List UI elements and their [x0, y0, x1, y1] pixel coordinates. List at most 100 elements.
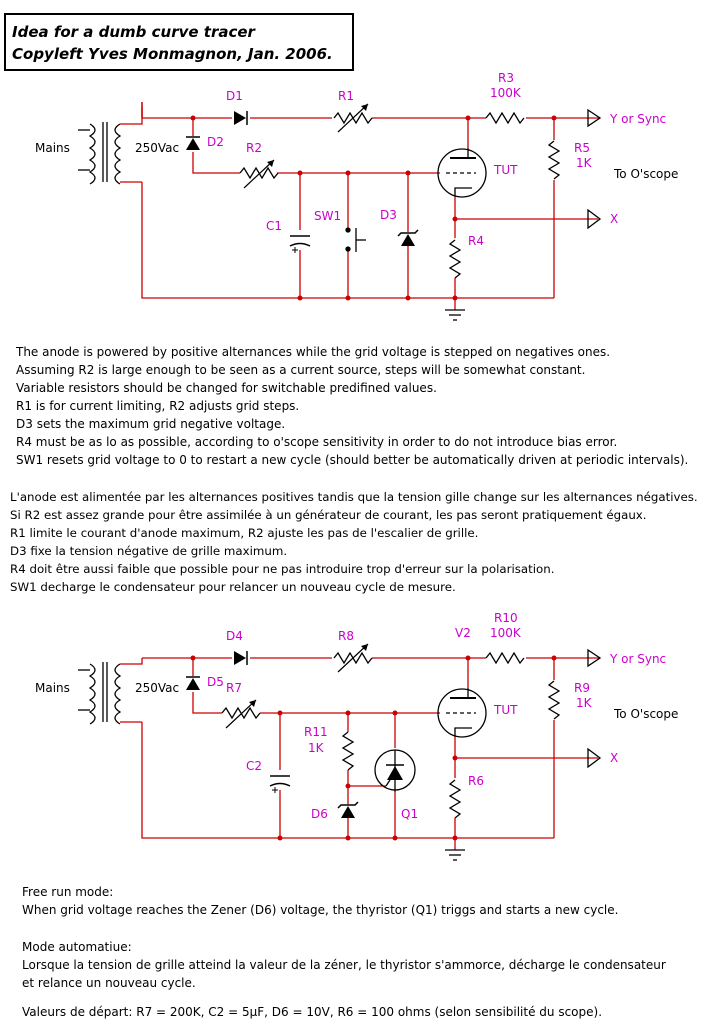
note-fr-line: R4 doit être aussi faible que possible p… [10, 562, 555, 576]
label-r5-value: 1K [576, 156, 593, 170]
label-d1: D1 [226, 89, 243, 103]
label-oscope-1: To O'scope [613, 167, 678, 181]
label-r11-value: 1K [308, 741, 325, 755]
resistor-r2 [239, 159, 279, 189]
label-c1: C1 [266, 219, 282, 233]
circuit-2-junctions [190, 655, 557, 841]
label-tut-2: TUT [493, 703, 518, 717]
switch-sw1 [345, 227, 366, 252]
start-values-text: Valeurs de départ: R7 = 200K, C2 = 5µF, … [22, 1005, 603, 1019]
free-run-heading: Free run mode: [22, 885, 114, 899]
label-r10-value: 100K [490, 626, 522, 640]
capacitor-c1 [289, 235, 311, 253]
transformer-1 [78, 118, 143, 185]
note-en-line: R1 is for current limiting, R2 adjusts g… [16, 399, 300, 413]
output-arrow-x-1 [587, 208, 602, 230]
label-r10: R10 [494, 611, 518, 625]
resistor-r9 [548, 680, 560, 720]
tube-tut-1 [437, 148, 487, 198]
free-run-text: When grid voltage reaches the Zener (D6)… [22, 903, 619, 917]
mode-auto-heading: Mode automatiue: [22, 940, 132, 954]
label-d4: D4 [226, 629, 243, 643]
label-c2: C2 [246, 759, 262, 773]
circuit-1-junctions [190, 115, 557, 301]
capacitor-c2 [269, 775, 291, 793]
mode-auto-line-2: et relance un nouveau cycle. [22, 976, 196, 990]
resistor-r8 [333, 643, 373, 673]
resistor-r5 [548, 140, 560, 180]
transformer-2 [78, 658, 143, 725]
label-oscope-2: To O'scope [613, 707, 678, 721]
note-en-line: D3 sets the maximum grid negative voltag… [16, 417, 286, 431]
output-arrow-x-2 [587, 747, 602, 769]
output-arrow-y-1 [587, 108, 602, 128]
resistor-r7 [221, 699, 261, 729]
label-r9: R9 [574, 681, 590, 695]
note-en-line: R4 must be as lo as possible, according … [16, 435, 618, 449]
mode-auto-line-1: Lorsque la tension de grille atteind la … [22, 958, 666, 972]
diode-d4 [234, 651, 248, 665]
label-mains-2: Mains [35, 681, 70, 695]
diode-d1 [234, 111, 248, 125]
label-d5: D5 [207, 675, 224, 689]
ground-1 [445, 309, 465, 321]
label-q1: Q1 [401, 807, 418, 821]
note-fr-line: D3 fixe la tension négative de grille ma… [10, 544, 288, 558]
resistor-r6 [449, 779, 461, 819]
tube-tut-2 [437, 688, 487, 738]
ground-2 [445, 849, 465, 861]
thyristor-q1 [374, 749, 416, 792]
note-fr-line: SW1 decharge le condensateur pour relanc… [10, 580, 456, 594]
notes-french: L'anode est alimentée par les alternance… [10, 488, 698, 596]
label-r5: R5 [574, 141, 590, 155]
title-box: Idea for a dumb curve tracer Copyleft Yv… [4, 13, 354, 71]
label-v2: V2 [455, 626, 471, 640]
note-fr-line: Si R2 est assez grande pour être assimil… [10, 508, 647, 522]
note-en-line: Variable resistors should be changed for… [16, 381, 437, 395]
note-en-line: Assuming R2 is large enough to be seen a… [16, 363, 586, 377]
circuit-1: Mains 250Vac D1 D2 R1 R2 R3 100K R5 1K C… [35, 71, 678, 321]
label-r4: R4 [468, 234, 484, 248]
label-r1: R1 [338, 89, 354, 103]
resistor-r4 [449, 239, 461, 279]
note-fr-line: R1 limite le courant d'anode maximum, R2… [10, 526, 479, 540]
note-en-line: The anode is powered by positive alterna… [16, 345, 611, 359]
label-r11: R11 [304, 725, 328, 739]
label-d2: D2 [207, 135, 224, 149]
mode-auto-section: Mode automatiue: Lorsque la tension de g… [22, 938, 666, 992]
circuit-1-wires [141, 102, 600, 310]
resistor-r10 [485, 652, 525, 664]
label-y-out-1: Y or Sync [609, 112, 666, 126]
zener-d6 [337, 801, 359, 818]
label-mains-1: Mains [35, 141, 70, 155]
label-y-out-2: Y or Sync [609, 652, 666, 666]
circuit-2: Mains 250Vac D4 D5 R8 R7 R10 100K V2 R9 … [35, 611, 678, 861]
label-sw1: SW1 [314, 209, 341, 223]
diode-d2 [186, 136, 200, 150]
label-d3: D3 [380, 208, 397, 222]
zener-d3 [397, 229, 419, 246]
label-r7: R7 [226, 681, 242, 695]
label-r6: R6 [468, 774, 484, 788]
label-r3-value: 100K [490, 86, 522, 100]
notes-english: The anode is powered by positive alterna… [16, 343, 688, 469]
resistor-r11 [342, 731, 354, 771]
label-r2: R2 [246, 141, 262, 155]
label-x-out-1: X [610, 212, 618, 226]
label-r9-value: 1K [576, 696, 593, 710]
title-line-2: Copyleft Yves Monmagnon, Jan. 2006. [12, 45, 333, 63]
resistor-r3 [485, 112, 525, 124]
label-vac-2: 250Vac [135, 681, 179, 695]
label-d6: D6 [311, 807, 328, 821]
resistor-r1 [333, 103, 373, 133]
label-r3: R3 [498, 71, 514, 85]
note-fr-line: L'anode est alimentée par les alternance… [10, 490, 698, 504]
diode-d5 [186, 676, 200, 690]
label-x-out-2: X [610, 751, 618, 765]
start-values: Valeurs de départ: R7 = 200K, C2 = 5µF, … [22, 1003, 602, 1021]
title-line-1: Idea for a dumb curve tracer [12, 23, 255, 41]
label-r8: R8 [338, 629, 354, 643]
note-en-line: SW1 resets grid voltage to 0 to restart … [16, 453, 689, 467]
output-arrow-y-2 [587, 648, 602, 668]
